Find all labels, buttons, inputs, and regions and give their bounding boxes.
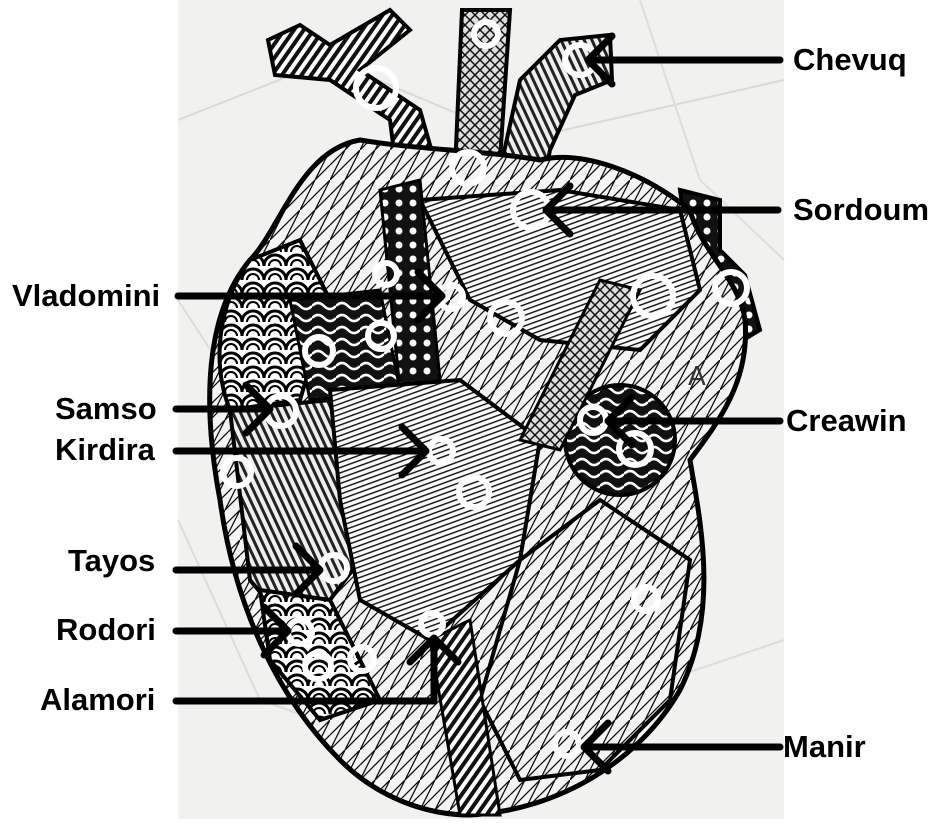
label-sordoum: Sordoum — [793, 194, 929, 225]
artist-mark: A — [688, 362, 706, 392]
label-alamori: Alamori — [40, 684, 155, 715]
label-manir: Manir — [783, 731, 866, 762]
label-samso: Samso — [55, 393, 157, 424]
label-tayos: Tayos — [68, 545, 155, 576]
label-vladomini: Vladomini — [12, 280, 160, 311]
vessel-middle — [455, 10, 510, 170]
label-chevuq: Chevuq — [793, 44, 907, 75]
label-rodori: Rodori — [56, 614, 156, 645]
label-kirdira: Kirdira — [55, 434, 155, 465]
label-creawin: Creawin — [786, 405, 907, 436]
